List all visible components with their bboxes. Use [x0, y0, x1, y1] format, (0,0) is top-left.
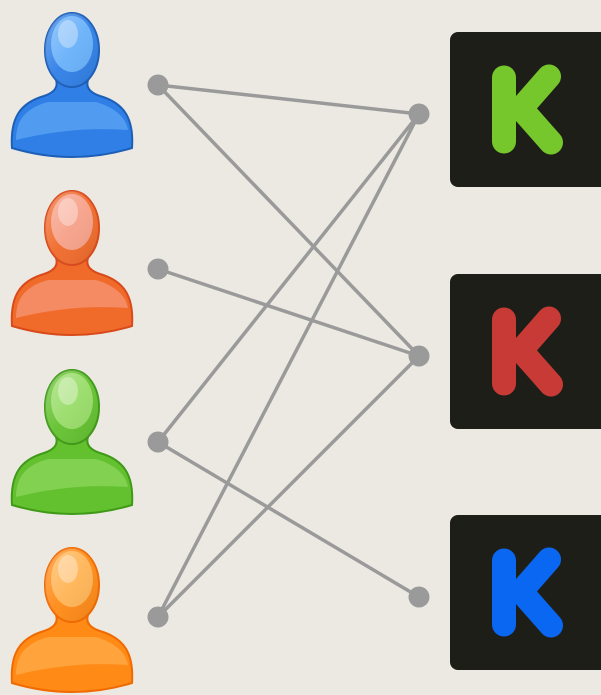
connector-line-u1-k1	[158, 85, 419, 114]
user-icon	[12, 191, 132, 335]
project-tile: K	[450, 32, 601, 187]
project-node-dot	[409, 346, 430, 367]
connections	[158, 85, 419, 617]
connector-line-u1-k2	[158, 85, 419, 356]
user-node-dot	[148, 432, 169, 453]
connector-line-u4-k1	[158, 114, 419, 617]
user-icon	[12, 548, 132, 692]
project-tile: K	[450, 274, 601, 429]
user-node-dot	[148, 75, 169, 96]
connector-line-u2-k2	[158, 269, 419, 356]
user-node-dot	[148, 607, 169, 628]
project-node-dot	[409, 104, 430, 125]
users-column	[12, 13, 132, 692]
project-node-dot	[409, 587, 430, 608]
user-node-dot	[148, 259, 169, 280]
projects-column: KKK	[450, 32, 601, 670]
connection-nodes	[148, 75, 430, 628]
project-tile: K	[450, 515, 601, 670]
user-icon	[12, 13, 132, 157]
connector-line-u3-k3	[158, 442, 419, 597]
user-icon	[12, 370, 132, 514]
